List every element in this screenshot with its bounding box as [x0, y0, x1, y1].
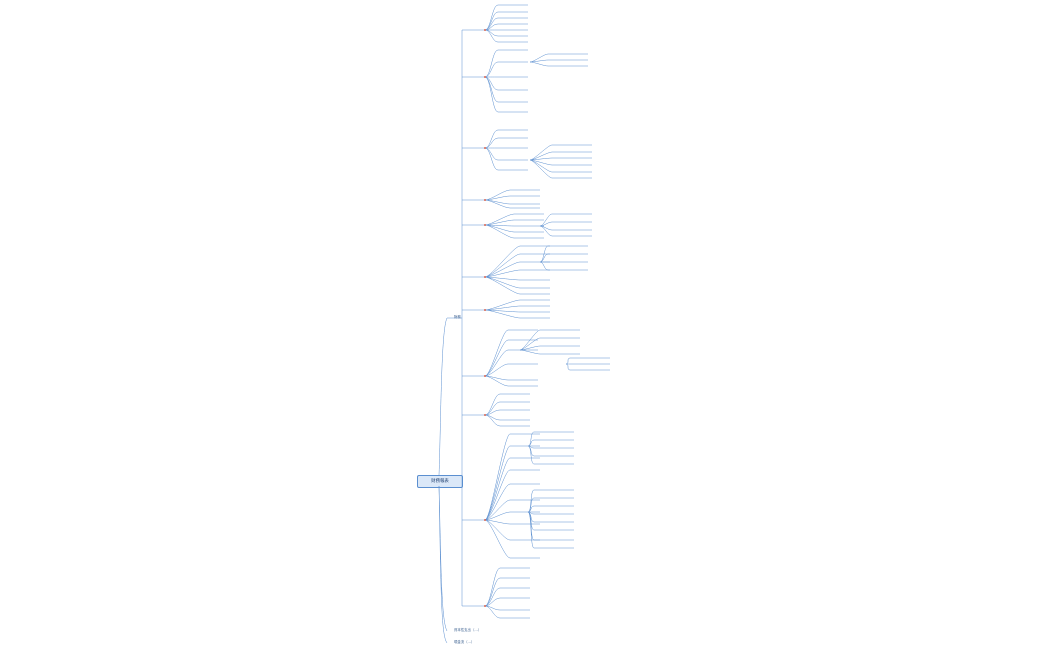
spine-bottom-2 [438, 485, 448, 644]
leaf-connector [484, 199, 511, 209]
leaf-connector [539, 261, 549, 271]
leaf-connector [565, 357, 571, 365]
leaf-connector [484, 409, 501, 416]
root-node[interactable]: 財務報表 [417, 475, 463, 488]
leaf-connector [484, 457, 511, 521]
node-dot [484, 199, 486, 201]
leaf-connector [484, 61, 499, 78]
spine-top [438, 317, 448, 476]
leaf-connector [484, 224, 515, 239]
leaf-connector [484, 469, 511, 521]
leaf-connector [484, 433, 511, 521]
branch-cashflow[interactable]: 現金流（…） [454, 640, 475, 644]
leaf-connector [484, 519, 511, 541]
leaf-connector [484, 129, 499, 149]
leaf-connector [484, 49, 499, 78]
leaf-connector [484, 147, 499, 171]
leaf-connector [484, 605, 501, 619]
leaf-connector [484, 305, 521, 311]
leaf-connector [484, 76, 499, 113]
leaf-connector [529, 61, 549, 67]
leaf-connector [527, 511, 535, 549]
leaf-connector [484, 219, 515, 226]
connector-dots [484, 29, 486, 607]
leaf-connector [484, 4, 499, 31]
leaf-connector [484, 253, 521, 278]
leaf-connector [484, 445, 511, 521]
leaf-connector [484, 213, 515, 226]
leaf-connector [484, 567, 501, 607]
leaf-connector [484, 483, 511, 521]
leaf-connector [519, 349, 541, 355]
node-dot [484, 276, 486, 278]
leaf-connector [484, 499, 511, 521]
node-dot [484, 519, 486, 521]
leaf-connector [565, 363, 571, 371]
leaf-connector [484, 414, 501, 427]
leaf-connector [539, 253, 549, 263]
node-dot [484, 605, 486, 607]
node-dot [484, 309, 486, 311]
leaf-connector [484, 363, 509, 377]
node-dot [484, 147, 486, 149]
leaf-connector [484, 29, 499, 37]
leaf-connector [539, 225, 553, 237]
node-dot [484, 375, 486, 377]
leaf-connector [484, 375, 509, 387]
node-dot [484, 76, 486, 78]
leaf-connector [484, 329, 509, 377]
leaf-connector [527, 445, 535, 465]
leaf-connector [484, 511, 511, 521]
leaf-connector [484, 375, 509, 381]
leaf-connector [484, 245, 521, 278]
leaf-connector [484, 137, 499, 149]
branch-capex[interactable]: 資本性支出（…） [454, 628, 482, 632]
leaf-connector [529, 159, 553, 166]
leaf-connector [484, 299, 521, 311]
leaf-connector [529, 144, 553, 161]
leaf-connector [484, 276, 521, 281]
leaf-connector [484, 577, 501, 607]
leaf-connector [484, 339, 509, 377]
connector-lines [438, 4, 610, 644]
leaf-connector [484, 17, 499, 31]
leaf-connector [484, 269, 521, 278]
leaf-connector [484, 349, 509, 377]
leaf-connector [529, 159, 553, 179]
leaf-connector [484, 195, 511, 201]
leaf-connector [484, 276, 521, 295]
node-dot [484, 414, 486, 416]
leaf-connector [484, 587, 501, 607]
leaf-connector [484, 29, 499, 43]
leaf-connector [484, 519, 511, 559]
leaf-connector [484, 519, 511, 525]
leaf-connector [484, 189, 511, 201]
leaf-connector [527, 439, 535, 447]
leaf-connector [484, 309, 521, 319]
leaf-connector [484, 393, 501, 416]
leaf-connector [484, 597, 501, 607]
node-dot [484, 29, 486, 31]
branch-finance[interactable]: 財務 [454, 315, 461, 319]
node-dot [484, 224, 486, 226]
